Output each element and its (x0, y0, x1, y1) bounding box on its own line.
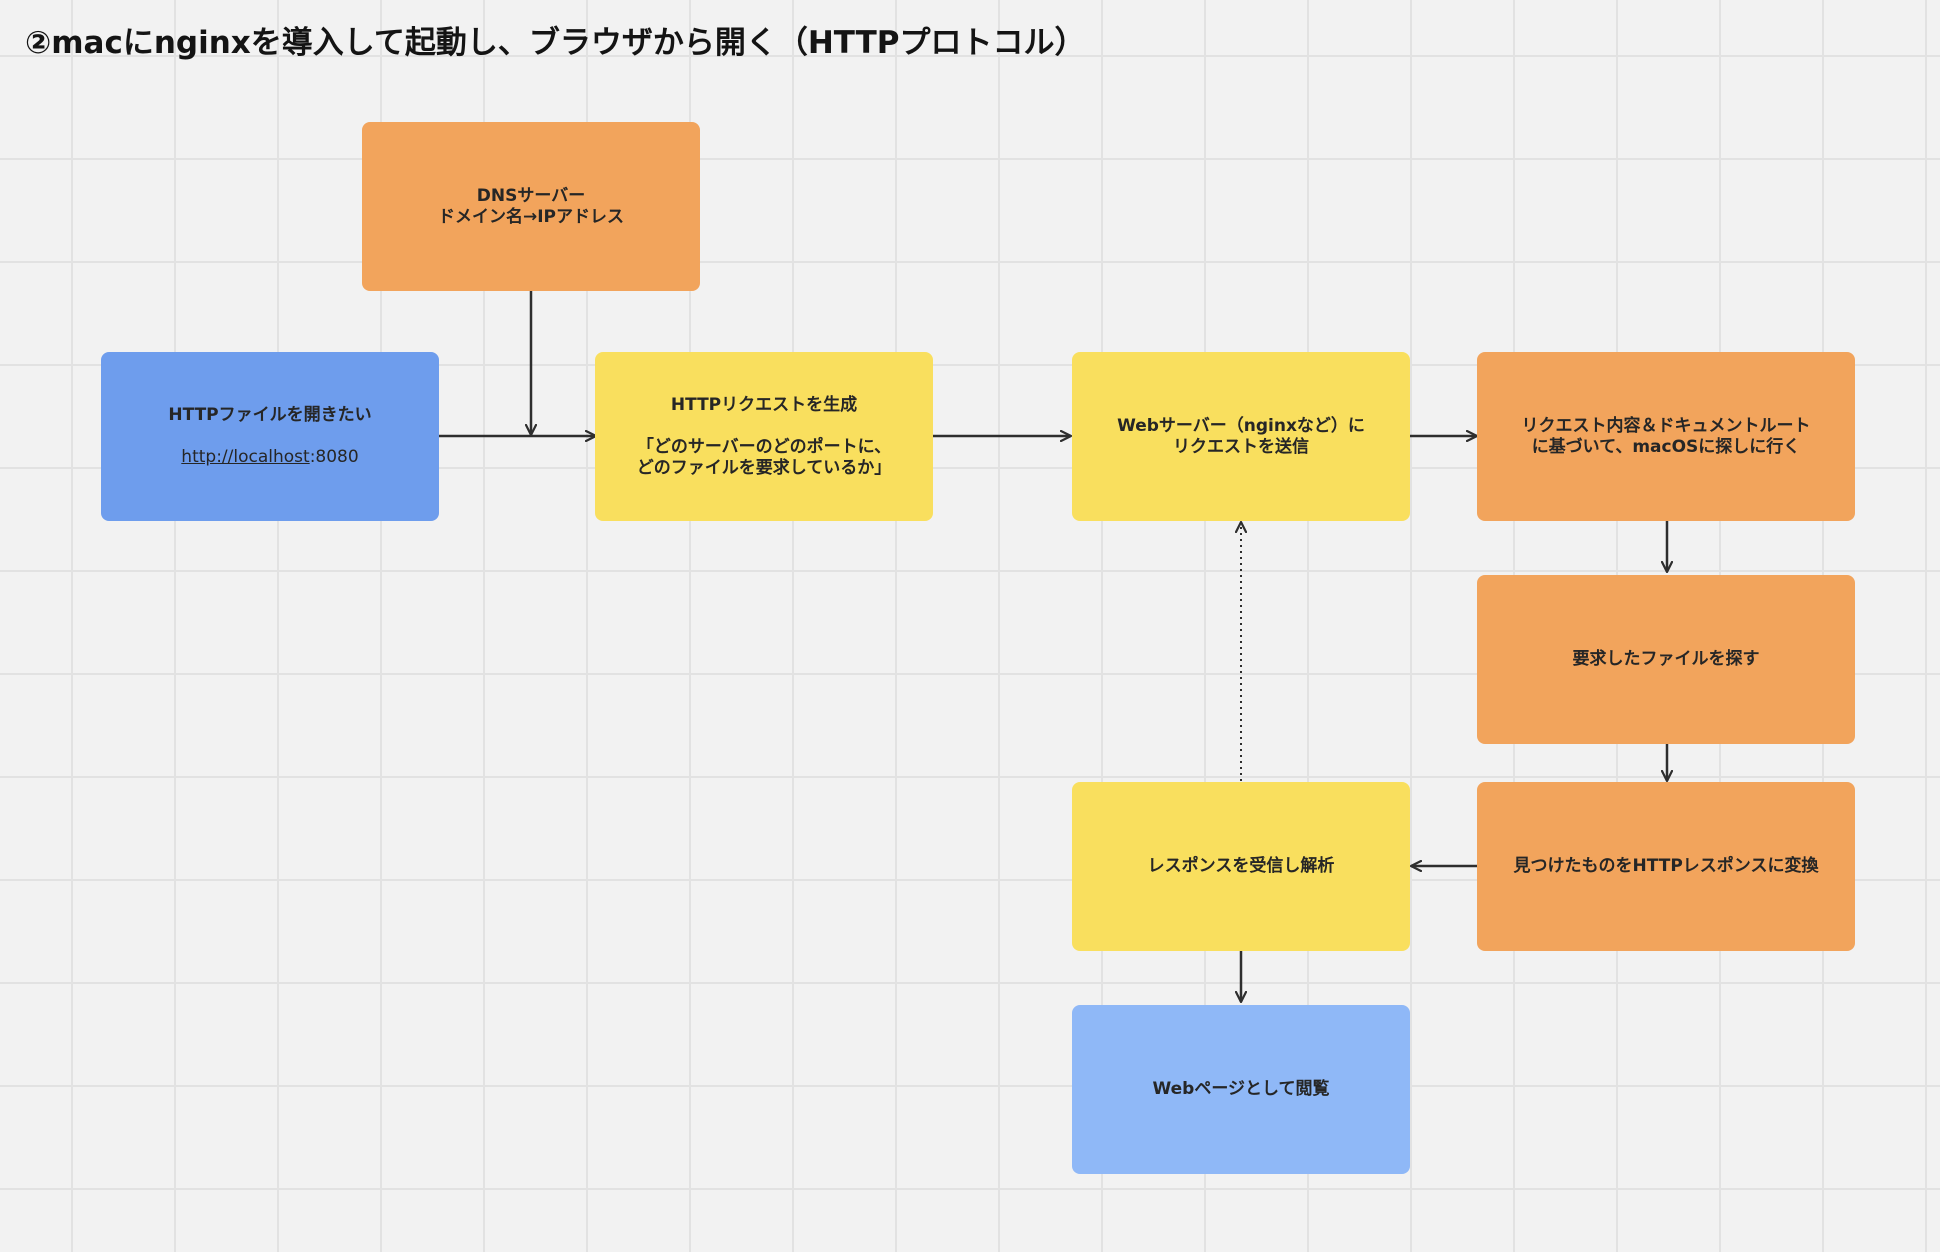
receive-response-box[interactable]: レスポンスを受信し解析 (1072, 782, 1410, 951)
find-file-label: 要求したファイルを探す (1572, 649, 1760, 669)
create-request-detail-line2: どのファイルを要求しているか」 (636, 457, 892, 478)
view-webpage-label: Webページとして閲覧 (1152, 1079, 1330, 1099)
dns-server-box[interactable]: DNSサーバー ドメイン名→IPアドレス (362, 122, 700, 291)
localhost-port: :8080 (309, 447, 359, 467)
localhost-link[interactable]: http://localhost (181, 447, 310, 467)
create-request-detail-line1: 「どのサーバーのどのポートに、 (636, 436, 892, 457)
find-file-box[interactable]: 要求したファイルを探す (1477, 575, 1855, 744)
convert-response-label: 見つけたものをHTTPレスポンスに変換 (1513, 856, 1819, 876)
send-request-line2: リクエストを送信 (1173, 436, 1309, 457)
receive-response-label: レスポンスを受信し解析 (1147, 856, 1335, 876)
search-macos-box[interactable]: リクエスト内容＆ドキュメントルート に基づいて、macOSに探しに行く (1477, 352, 1855, 521)
open-file-box[interactable]: HTTPファイルを開きたい http://localhost:8080 (101, 352, 439, 521)
view-webpage-box[interactable]: Webページとして閲覧 (1072, 1005, 1410, 1174)
create-request-label: HTTPリクエストを生成 (670, 394, 858, 415)
page-title: ②macにnginxを導入して起動し、ブラウザから開く（HTTPプロトコル） (25, 25, 1086, 61)
open-file-label: HTTPファイルを開きたい (168, 405, 372, 425)
create-request-box[interactable]: HTTPリクエストを生成 「どのサーバーのどのポートに、 どのファイルを要求して… (595, 352, 933, 521)
search-macos-line2: に基づいて、macOSに探しに行く (1531, 436, 1801, 457)
dns-server-description: ドメイン名→IPアドレス (437, 206, 625, 227)
convert-response-box[interactable]: 見つけたものをHTTPレスポンスに変換 (1477, 782, 1855, 951)
send-request-line1: Webサーバー（nginxなど）に (1117, 415, 1365, 436)
search-macos-line1: リクエスト内容＆ドキュメントルート (1521, 415, 1811, 436)
localhost-url: http://localhost:8080 (181, 447, 358, 468)
send-request-box[interactable]: Webサーバー（nginxなど）に リクエストを送信 (1072, 352, 1410, 521)
dns-server-label: DNSサーバー (476, 185, 586, 206)
